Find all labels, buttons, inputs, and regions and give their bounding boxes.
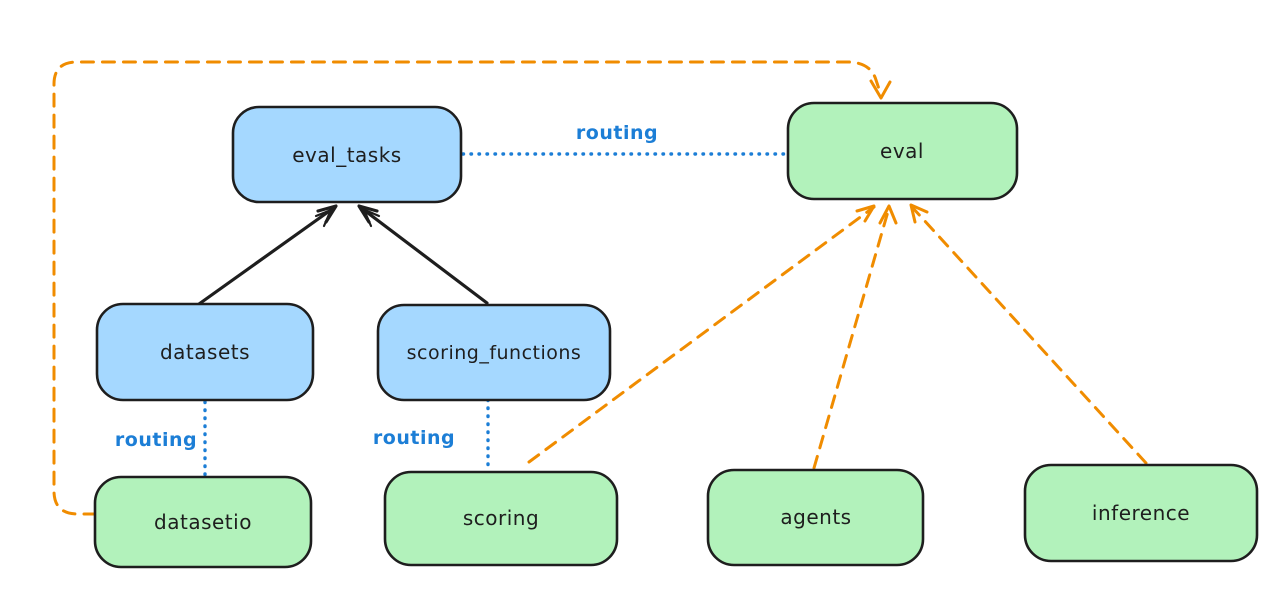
node-datasets-label: datasets [160,340,250,364]
node-datasetio-box [93,475,313,569]
arrowhead-agents-to-eval [878,204,898,225]
routing-label-datasets-datasetio: routing [115,429,197,451]
node-eval-box [786,101,1019,201]
arrowhead-scoring-to-eval [855,204,876,223]
edge-scoring-functions-to-eval-tasks [358,205,489,305]
node-eval-tasks-box [231,105,463,204]
edge-scoring-to-eval [527,205,876,464]
edge-inference-to-eval [910,205,1148,465]
node-datasets-box [95,302,315,402]
node-inference: inference [1023,463,1259,563]
node-scoring-label: scoring [463,506,539,530]
edge-agents-to-eval [812,206,891,470]
node-inference-label: inference [1092,501,1190,525]
node-scoring-functions-box [376,303,612,402]
arrowhead-scoring-functions-to-eval-tasks [357,204,379,224]
node-agents-box [706,468,925,567]
routing-label-eval-tasks-eval: routing [576,122,658,144]
edge-datasets-to-eval-tasks [197,205,337,306]
arrowhead-datasets-to-eval-tasks-sketch [314,208,333,228]
node-scoring: scoring [383,470,619,567]
node-agents: agents [706,468,925,567]
arrowhead-datasets-to-eval-tasks [316,204,338,224]
node-datasets: datasets [95,302,315,402]
node-eval-tasks-label: eval_tasks [292,143,401,167]
arrowhead-scoring-functions-to-eval-tasks-sketch [363,208,381,228]
node-eval-label: eval [880,139,924,163]
node-datasetio-label: datasetio [154,510,252,534]
node-scoring-functions-label: scoring_functions [407,342,582,364]
node-scoring-functions: scoring_functions [376,303,612,402]
node-agents-label: agents [780,505,851,529]
node-scoring-box [383,470,619,567]
routing-label-scoring-functions-scoring: routing [373,427,455,449]
node-eval-tasks: eval_tasks [231,105,463,204]
node-inference-box [1023,463,1259,563]
node-datasetio: datasetio [93,475,313,569]
node-eval: eval [786,101,1019,201]
edge-datasetio-to-eval [52,60,883,516]
arrowhead-datasetio-to-eval [869,79,892,100]
arrowhead-inference-to-eval [909,203,929,224]
